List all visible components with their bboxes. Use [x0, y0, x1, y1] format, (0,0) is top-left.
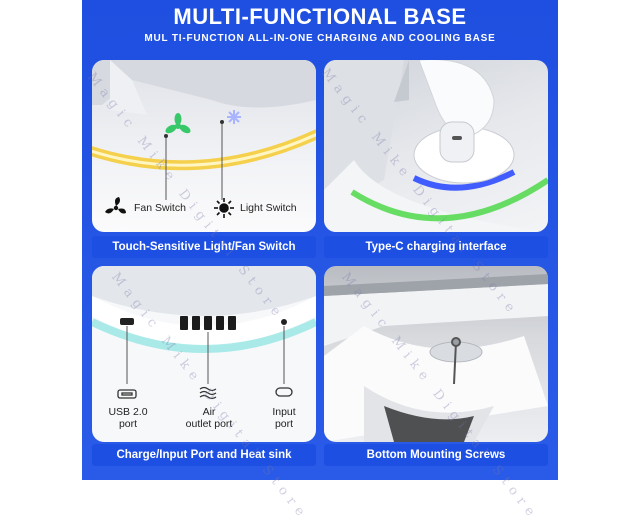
banner-subtitle: MUL TI-FUNCTION ALL-IN-ONE CHARGING AND …: [144, 33, 496, 44]
input-port-icon: [275, 387, 293, 397]
panel-touch-switch: Fan Switch Light Switch: [92, 60, 316, 232]
caption-type-c: Type-C charging interface: [324, 236, 548, 258]
usb-port-label: USB 2.0 port: [108, 406, 148, 430]
usb-icon: [117, 389, 137, 399]
mounting-screws-illustration: [324, 274, 548, 442]
light-switch-label: Light Switch: [240, 202, 297, 214]
panel-screws: [324, 266, 548, 442]
input-port-label: Input port: [272, 406, 296, 430]
caption-ports: Charge/Input Port and Heat sink: [92, 444, 316, 466]
usb-port-hole: [120, 318, 134, 325]
type-c-port-icon: [452, 136, 462, 140]
light-icon: [214, 198, 234, 218]
fan-switch-label: Fan Switch: [134, 202, 186, 214]
fan-glow-icon: [165, 113, 191, 134]
panel-type-c: [324, 60, 548, 232]
caption-touch-switch: Touch-Sensitive Light/Fan Switch: [92, 236, 316, 258]
type-c-illustration: [324, 60, 548, 232]
ports-illustration: [92, 266, 316, 400]
panel-ports: USB 2.0 port Air outlet port Input port: [92, 266, 316, 442]
light-glow-icon: [227, 110, 241, 124]
touch-switch-illustration: [92, 60, 316, 218]
fan-icon: [105, 197, 126, 214]
air-outlet-icon: [199, 386, 217, 400]
screw-icon: [451, 337, 461, 385]
banner-title: MULTI-FUNCTIONAL BASE: [173, 4, 467, 29]
input-port-hole: [281, 319, 287, 325]
caption-screws: Bottom Mounting Screws: [324, 444, 548, 466]
heat-sink-vents: [180, 316, 236, 330]
air-outlet-label: Air outlet port: [185, 406, 233, 430]
